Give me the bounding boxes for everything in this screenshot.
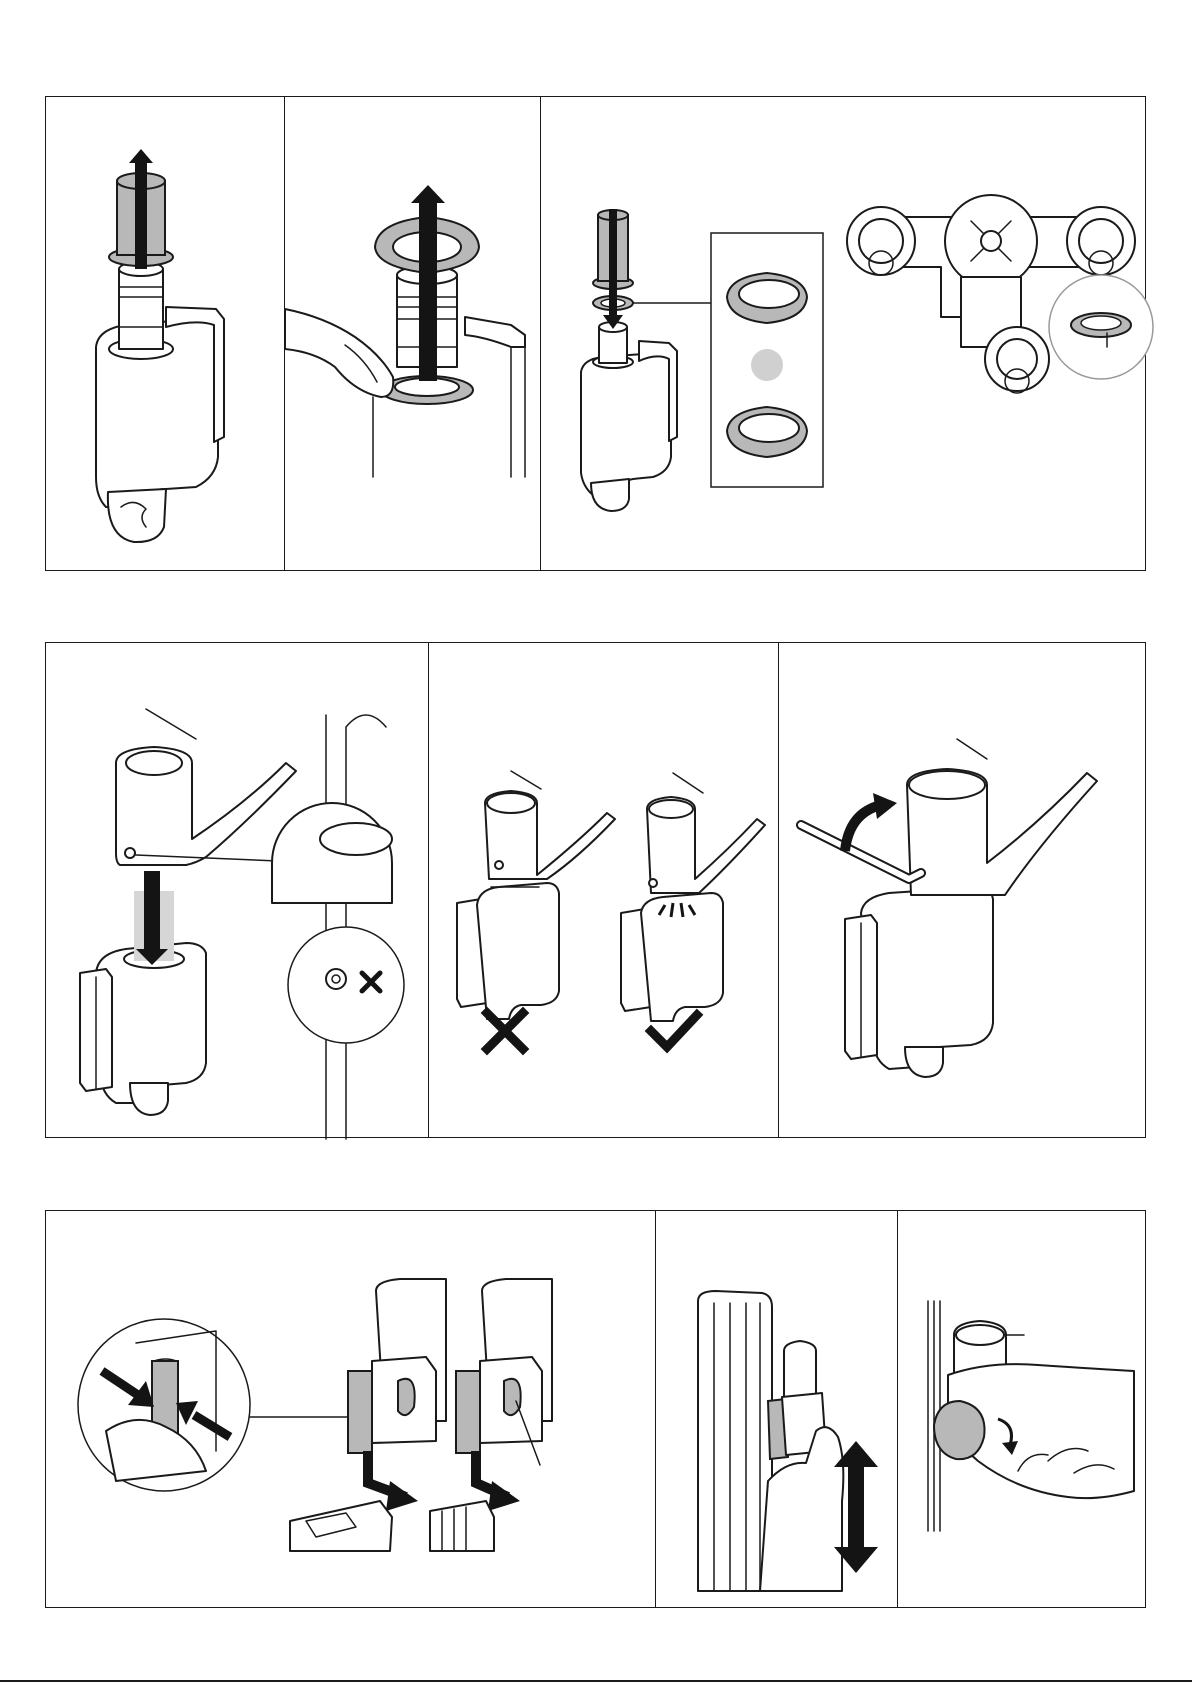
row-1 bbox=[45, 96, 1146, 571]
clamp-body bbox=[861, 887, 993, 1069]
ring-icon bbox=[727, 407, 807, 457]
step-squeeze-clip-figure bbox=[46, 1211, 655, 1609]
step-tighten-screw-figure bbox=[779, 643, 1148, 1139]
step-ring-orientation-figure bbox=[541, 97, 1148, 572]
rotate-arrow-icon bbox=[845, 793, 897, 851]
hex-key-icon bbox=[801, 825, 921, 879]
magnifier-detail bbox=[288, 927, 404, 1043]
step-remove-insert bbox=[46, 97, 284, 570]
row-2 bbox=[45, 642, 1146, 1138]
page-bottom-rule bbox=[0, 1680, 1192, 1682]
step-remove-ring bbox=[284, 97, 541, 570]
hand-icon bbox=[285, 309, 393, 397]
step-slide-on-rail-figure bbox=[656, 1211, 898, 1609]
step-check-seating bbox=[428, 643, 779, 1137]
clamp-body bbox=[581, 353, 671, 495]
row-3 bbox=[45, 1210, 1146, 1608]
dot-icon bbox=[751, 349, 783, 381]
step-lock-lever-figure bbox=[898, 1211, 1148, 1609]
step-squeeze-clip bbox=[46, 1211, 655, 1607]
step-remove-insert-figure bbox=[46, 97, 284, 572]
shaft bbox=[119, 269, 163, 349]
step-mount-arm bbox=[46, 643, 428, 1137]
step-slide-on-rail bbox=[655, 1211, 898, 1607]
rail bbox=[698, 1291, 772, 1591]
step-tighten-screw bbox=[778, 643, 1148, 1137]
magnifier-detail bbox=[78, 1319, 250, 1491]
ring-icon bbox=[727, 273, 807, 323]
step-ring-orientation bbox=[540, 97, 1148, 570]
clamp-foot bbox=[108, 489, 166, 542]
lever bbox=[934, 1401, 985, 1459]
step-check-seating-figure bbox=[429, 643, 779, 1139]
step-lock-lever bbox=[897, 1211, 1148, 1607]
step-remove-ring-figure bbox=[285, 97, 541, 572]
step-mount-arm-figure bbox=[46, 643, 428, 1139]
